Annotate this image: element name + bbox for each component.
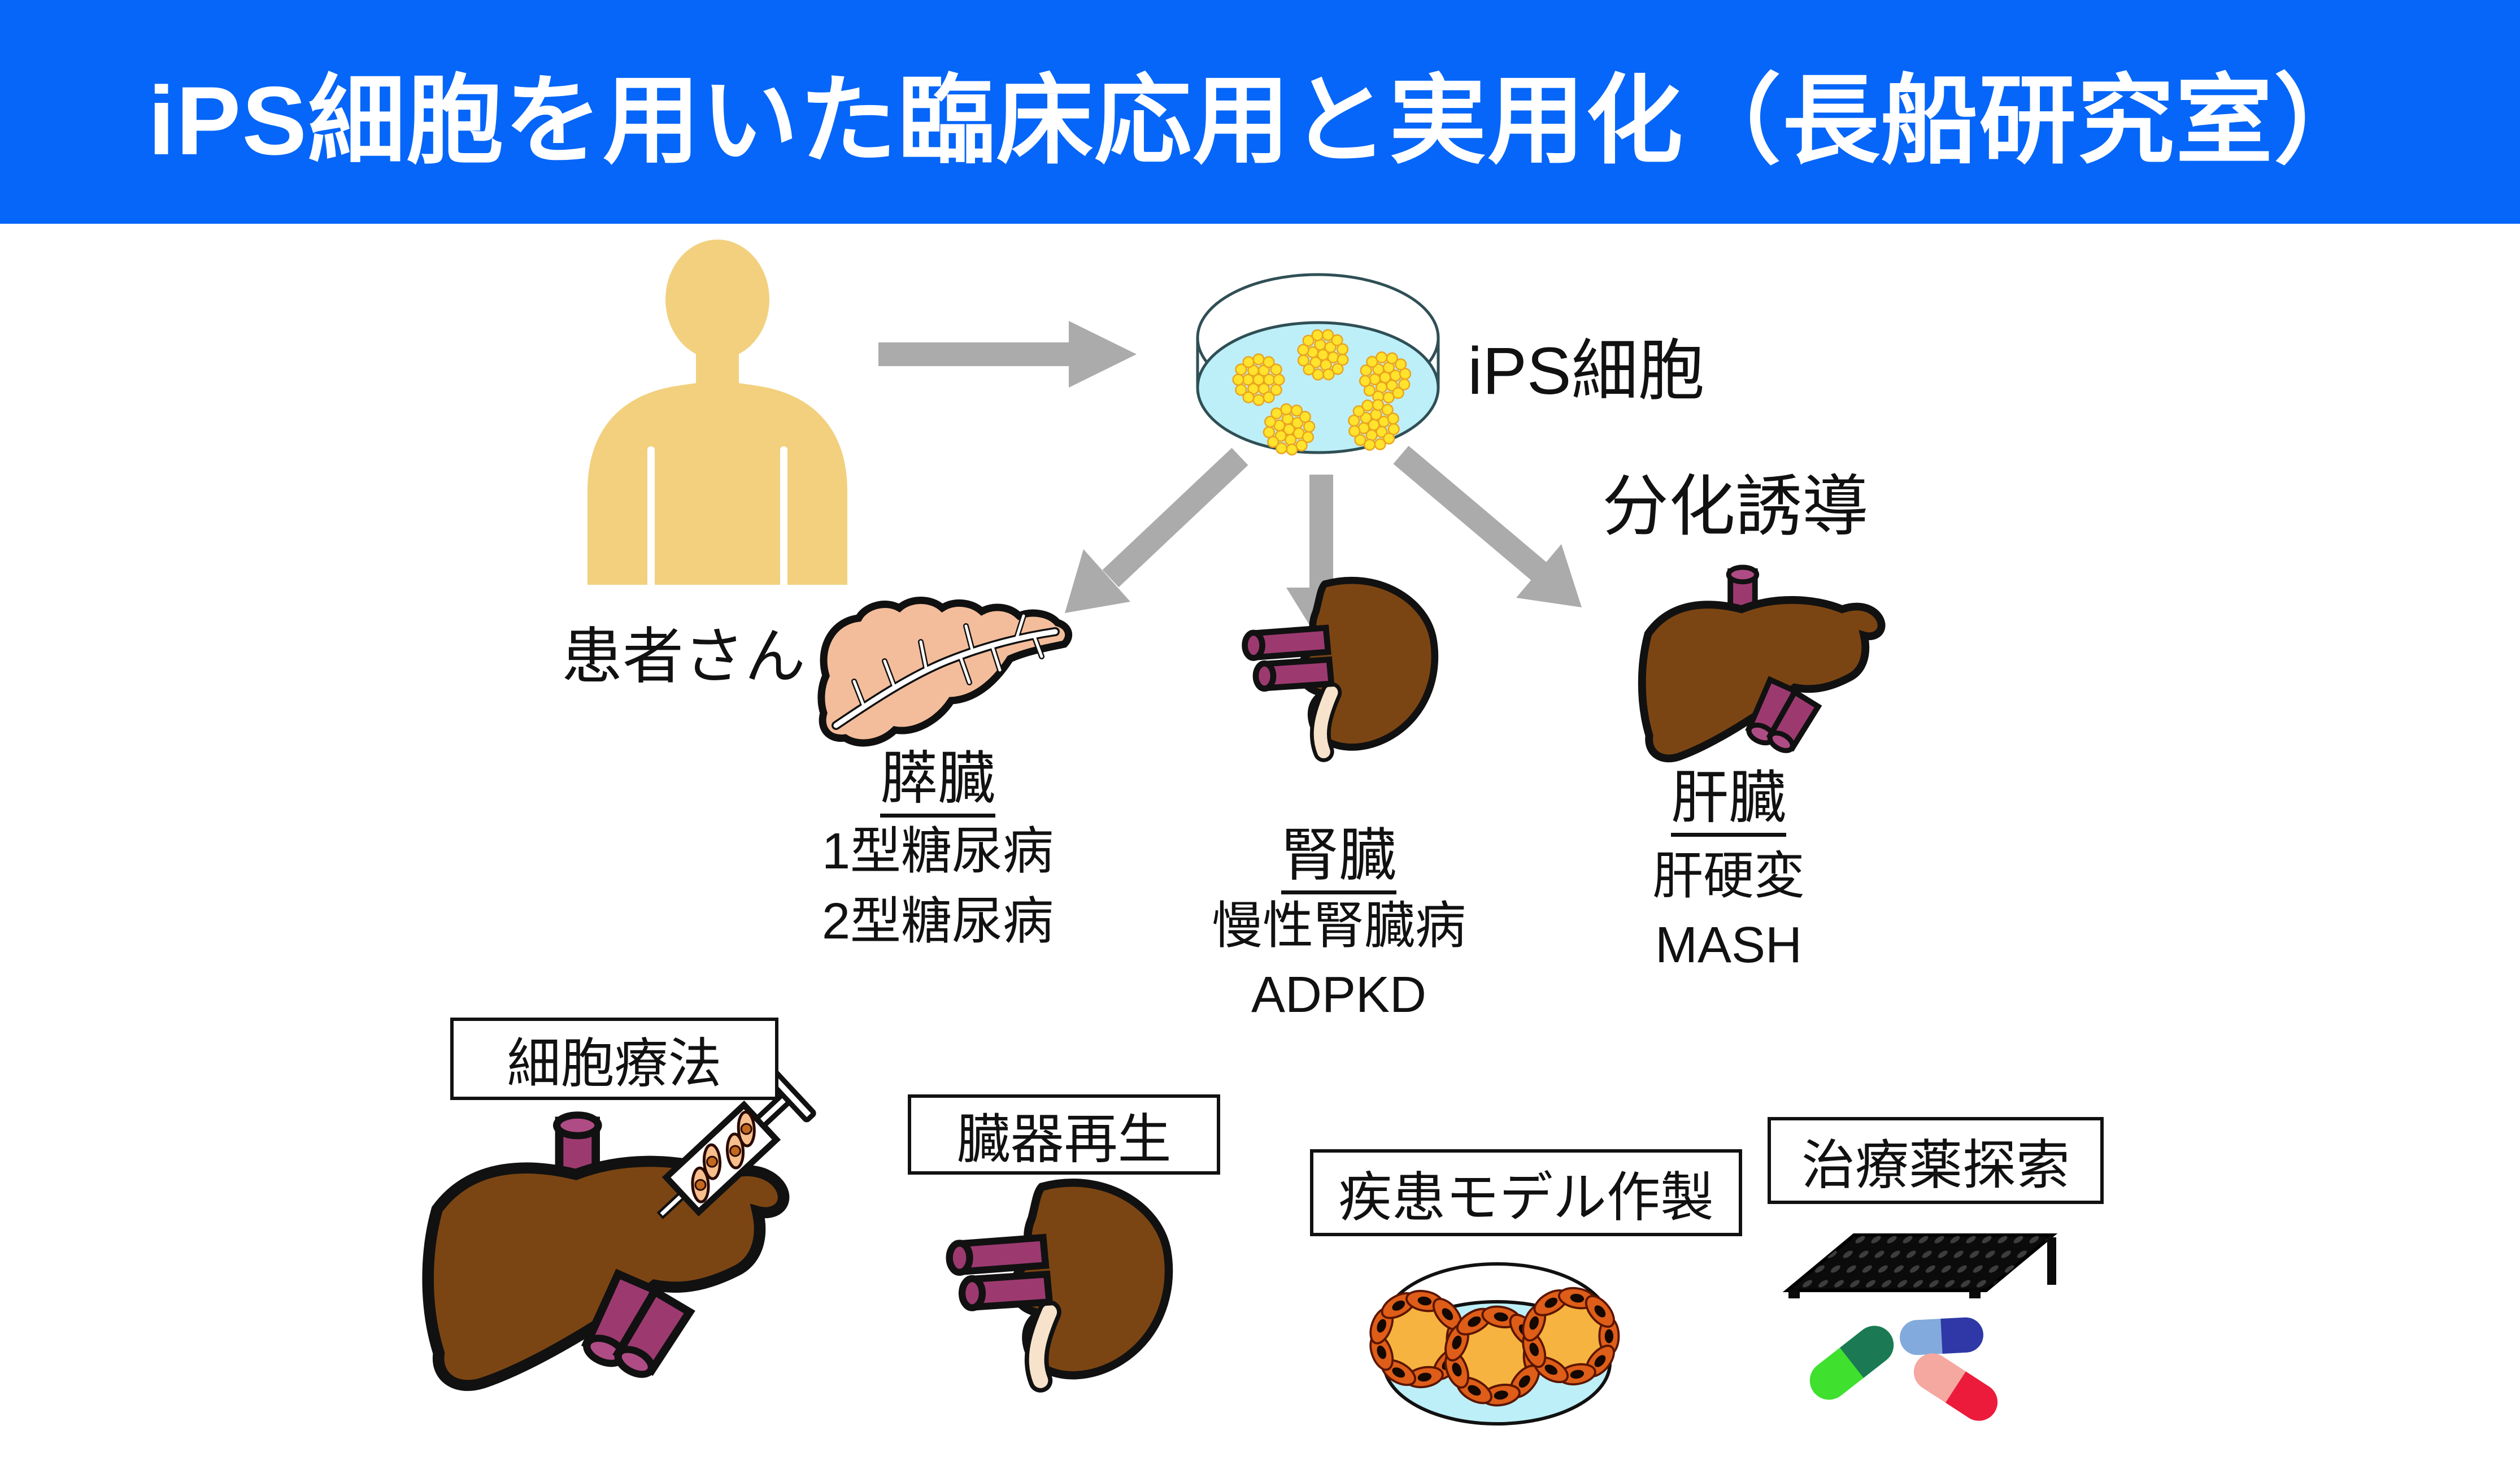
organ-label-liver: 肝臓 bbox=[1570, 751, 1887, 837]
disease-label-type2-diabetes: 2型糖尿病 bbox=[821, 893, 1054, 950]
disease-label-adpkd: ADPKD bbox=[1251, 967, 1427, 1023]
liver-illustration bbox=[1642, 567, 1882, 758]
disease-label-ckd: 慢性腎臓病 bbox=[1212, 898, 1466, 954]
application-box-organ-regeneration: 臓器再生 bbox=[908, 1094, 1220, 1175]
application-box-cell-therapy: 細胞療法 bbox=[450, 1018, 778, 1100]
organ-label-kidney: 腎臓 bbox=[1181, 809, 1497, 894]
disease-label-mash: MASH bbox=[1655, 917, 1803, 973]
application-label-organ-regeneration: 臓器再生 bbox=[956, 1109, 1172, 1170]
kidney-illustration bbox=[1245, 580, 1435, 751]
differentiation-arrow-left-icon bbox=[1065, 447, 1248, 613]
organ-label-pancreas: 膵臓 bbox=[780, 732, 1096, 818]
differentiation-arrow-right-icon bbox=[1393, 445, 1582, 607]
application-label-disease-model: 疾患モデル作製 bbox=[1338, 1167, 1714, 1228]
application-label-drug-discovery: 治療薬探索 bbox=[1801, 1135, 2070, 1196]
well-plate-illustration bbox=[1782, 1233, 2058, 1298]
pill-blue-icon bbox=[1900, 1317, 1983, 1355]
page-title: iPS細胞を用いた臨床応用と実用化（長船研究室） bbox=[147, 67, 2373, 175]
application-label-cell-therapy: 細胞療法 bbox=[507, 1033, 722, 1094]
ips-cells-label: iPS細胞 bbox=[1468, 334, 1705, 408]
pill-green-icon bbox=[1809, 1325, 1894, 1400]
application-box-disease-model: 疾患モデル作製 bbox=[1310, 1149, 1742, 1236]
pill-red-icon bbox=[1913, 1353, 1998, 1421]
differentiation-label: 分化誘導 bbox=[1602, 470, 1869, 544]
petri-dish bbox=[1196, 273, 1440, 464]
patient-to-ips-arrow-icon bbox=[878, 321, 1137, 388]
organoid-dish-illustration bbox=[1365, 1262, 1621, 1425]
patient-figure bbox=[587, 240, 847, 588]
pancreas-illustration bbox=[817, 597, 1073, 747]
organ-regeneration-kidney-illustration bbox=[950, 1183, 1169, 1380]
patient-label: 患者さん bbox=[561, 622, 806, 690]
disease-label-cirrhosis: 肝硬変 bbox=[1652, 848, 1805, 905]
application-box-drug-discovery: 治療薬探索 bbox=[1768, 1117, 2104, 1204]
syringe-icon bbox=[656, 1067, 816, 1219]
title-banner: iPS細胞を用いた臨床応用と実用化（長船研究室） bbox=[0, 0, 2520, 224]
disease-label-type1-diabetes: 1型糖尿病 bbox=[821, 823, 1054, 880]
